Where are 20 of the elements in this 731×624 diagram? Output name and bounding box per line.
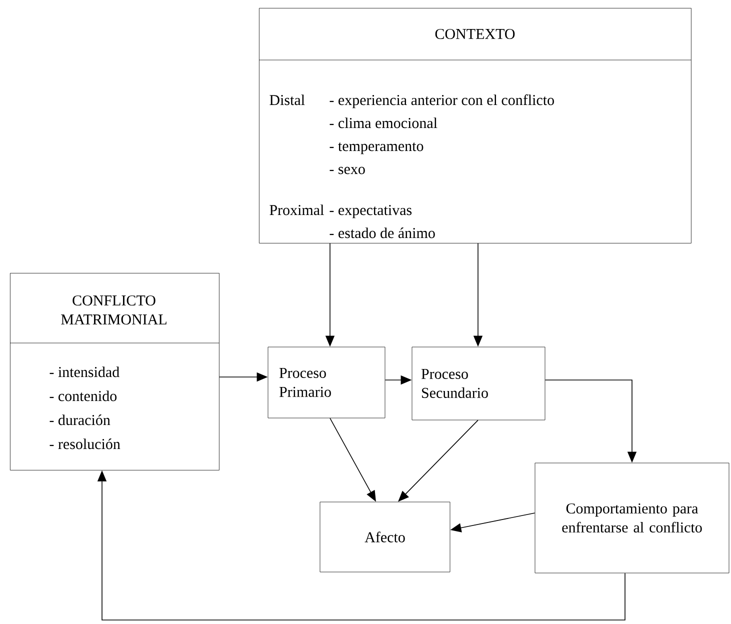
list-item: - experiencia anterior con el conflicto [330,94,554,108]
box-heading: CONFLICTO MATRIMONIAL [61,295,166,325]
list-item: - duración [50,414,110,426]
list-item: - intensidad [50,366,120,378]
category-label: Distal [270,94,305,106]
category-label: Proximal [270,204,324,216]
conflict-box [10,273,220,470]
list-item: - resolución [50,438,120,450]
list-item: - clima emocional [330,118,438,128]
process-box: Proceso Secundario [412,346,546,420]
list-item: - temperamento [330,142,424,154]
list-item: - sexo [330,166,365,174]
process-box: Afecto [320,502,450,572]
list-item: - estado de ánimo [330,228,435,238]
context-box [258,8,692,244]
list-item: - contenido [50,390,117,402]
process-box: Comportamiento para enfrentarse al conflicto [534,462,730,574]
list-item: - expectativas [330,205,412,218]
box-heading: CONTEXTO [435,28,515,40]
process-box: Proceso Primario [268,346,386,418]
